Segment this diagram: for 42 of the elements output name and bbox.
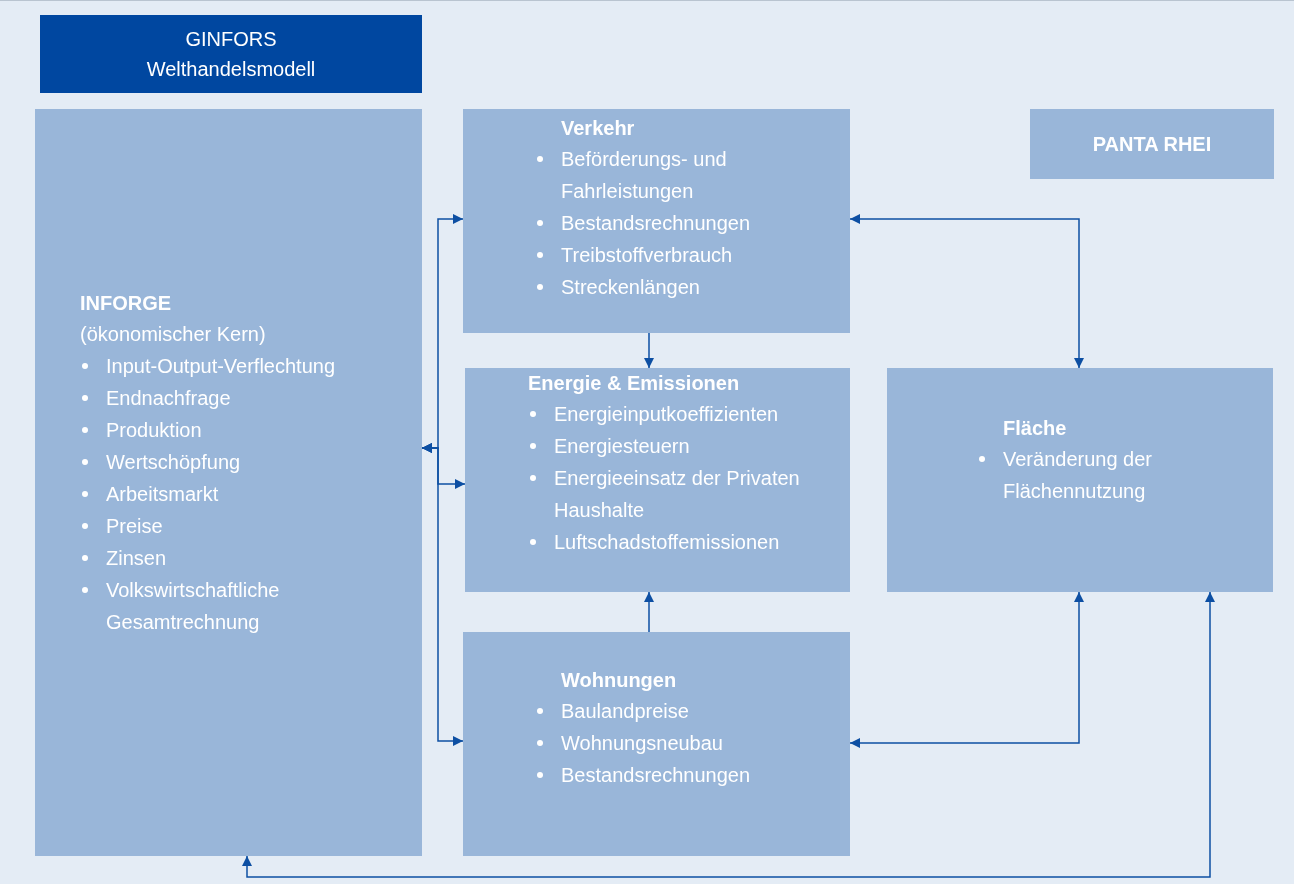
bullet-text: Arbeitsmarkt xyxy=(106,482,219,505)
bullet-text: Produktion xyxy=(106,418,202,441)
module-box xyxy=(463,632,850,856)
bullet-text: Zinsen xyxy=(106,546,167,569)
bullet-text: Streckenlängen xyxy=(561,276,700,298)
bullet-text: Wohnungsneubau xyxy=(561,732,723,754)
module-box xyxy=(887,368,1273,592)
box-heading: PANTA RHEI xyxy=(1092,132,1212,157)
box-heading: Energie & Emissionen xyxy=(528,371,740,396)
box-heading: Fläche xyxy=(1003,416,1067,441)
box-subheading: Welthandelsmodell xyxy=(146,57,316,82)
bullet-text: Energieinputkoeffizienten xyxy=(554,403,779,425)
connector-arrow xyxy=(849,591,1084,748)
bullet-text: Bestandsrechnungen xyxy=(561,764,751,786)
bullet-text: Volkswirtschaftliche Gesamtrechnung xyxy=(106,578,280,633)
box-heading: INFORGE xyxy=(80,290,172,316)
box-heading: GINFORS xyxy=(185,27,277,52)
bullet-text: Endnachfrage xyxy=(106,386,231,409)
bullet-text: Energieeinsatz der Privaten Haushalte xyxy=(554,467,800,521)
model-box xyxy=(40,15,422,93)
bullet-text: Veränderung der Flächennutzung xyxy=(1003,448,1152,502)
connector-arrow xyxy=(242,591,1215,878)
bullet-text: Beförderungs- und Fahrleistungen xyxy=(561,148,727,202)
connector-arrow xyxy=(644,332,654,369)
connector-arrow xyxy=(421,443,464,746)
model-box xyxy=(1030,109,1274,179)
bullet-text: Bestandsrechnungen xyxy=(561,212,751,234)
box-subheading: (ökonomischer Kern) xyxy=(80,321,266,347)
bullet-text: Input-Output-Verflechtung xyxy=(106,354,336,377)
module-box xyxy=(465,368,850,592)
module-box xyxy=(35,109,422,856)
bullet-text: Wertschöpfung xyxy=(106,450,241,473)
bullet-text: Preise xyxy=(106,514,163,537)
bullet-text: Energiesteuern xyxy=(554,435,690,457)
connector-arrow xyxy=(849,214,1084,369)
box-heading: Wohnungen xyxy=(561,668,677,693)
box-heading: Verkehr xyxy=(561,116,635,141)
module-box xyxy=(463,109,850,333)
bullet-text: Luftschadstoffemissionen xyxy=(554,531,780,553)
bullet-text: Treibstoffverbrauch xyxy=(561,244,733,266)
bullet-text: Baulandpreise xyxy=(561,700,689,722)
connector-arrow xyxy=(644,591,654,633)
